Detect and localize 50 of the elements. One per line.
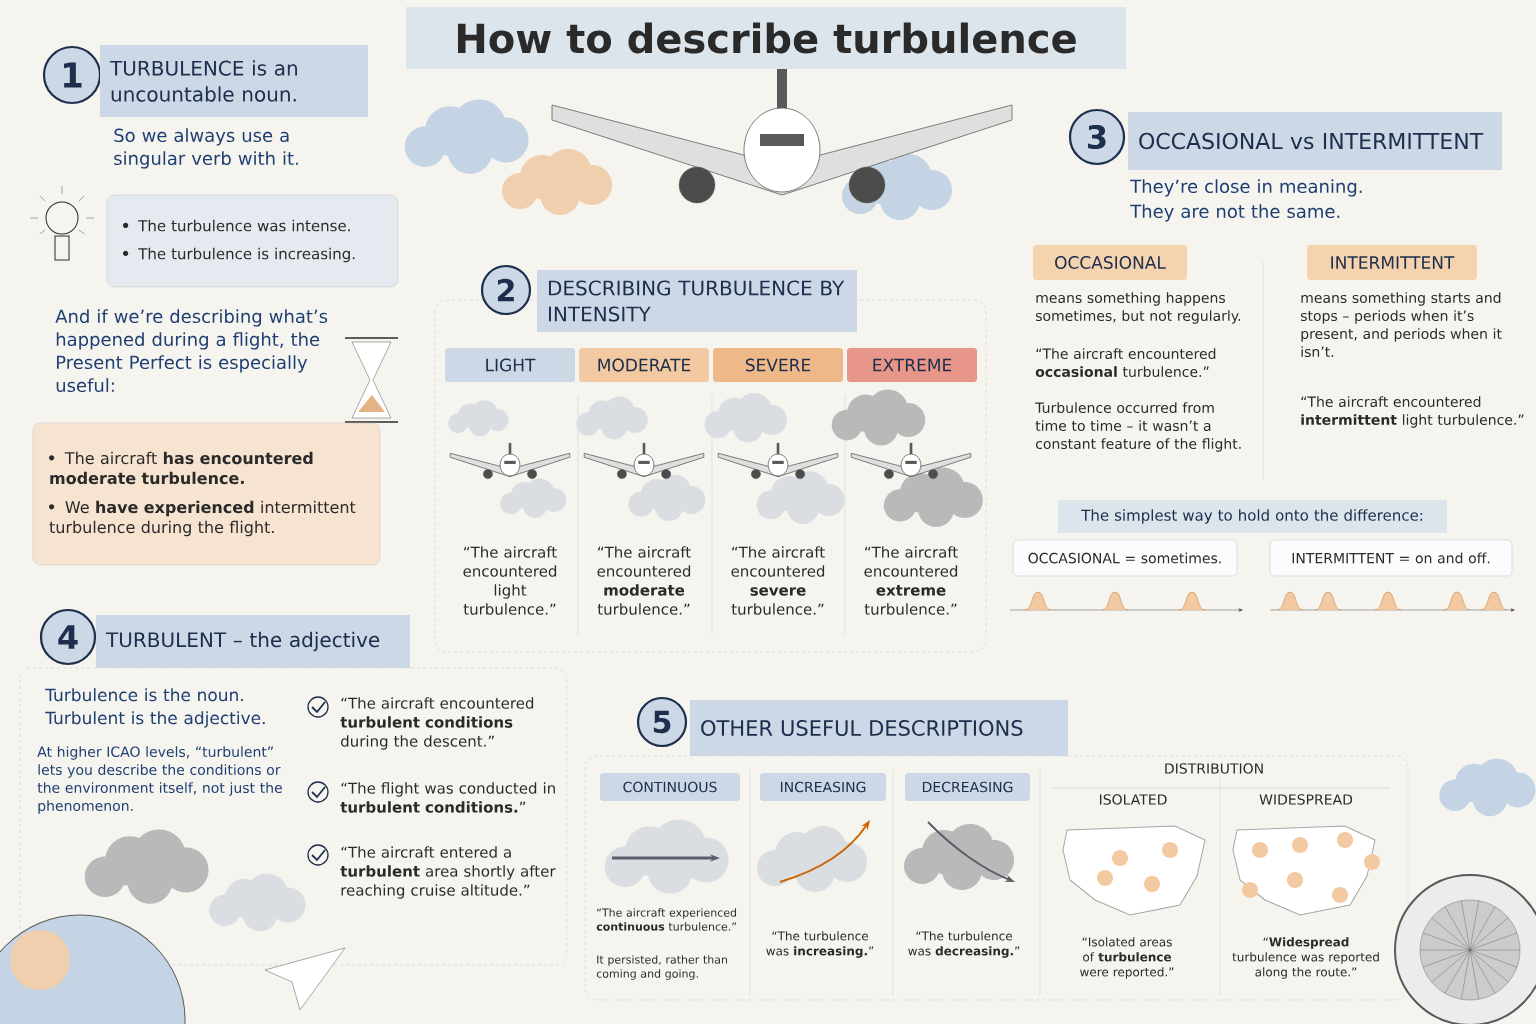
note-text: They’re close in meaning. <box>1130 179 1362 197</box>
column-heading: DISTRIBUTION <box>1165 763 1263 774</box>
category-tab: DECREASING <box>905 773 1030 801</box>
example-quote: “Widespread turbulence was reported along the route.” <box>1232 937 1379 979</box>
number-badge: 4 <box>39 608 97 666</box>
example-quote: “The turbulence was decreasing.” <box>908 931 1020 958</box>
category-tab: CONTINUOUS <box>600 773 740 801</box>
title-banner: How to describe turbulence <box>406 7 1126 69</box>
note-text: So we always use a singular verb with it. <box>114 128 298 169</box>
column-heading: WIDESPREAD <box>1259 794 1353 805</box>
note-text: They are not the same. <box>1130 204 1340 222</box>
note-text: At higher ICAO levels, “turbulent” lets you describe the conditions or the environment itself, not just the phenomenon. <box>37 746 282 814</box>
example-quote: “The aircraft encountered moderate turbulence.” <box>597 546 691 615</box>
category-tab: MODERATE <box>579 348 709 382</box>
column-heading: ISOLATED <box>1100 794 1167 805</box>
header-band: DESCRIBING TURBULENCE BY INTENSITY <box>537 270 857 332</box>
example-box: The aircraft has encountered moderate turbulence. We have experienced intermittent turbulence during the flight. <box>32 422 381 566</box>
example-quote: “The aircraft encountered extreme turbulence.” <box>864 546 958 615</box>
number-badge: 3 <box>1068 108 1126 166</box>
number-badge: 1 <box>42 45 102 105</box>
example-quote: “Isolated areas of turbulence were reported.” <box>1080 937 1174 979</box>
category-tab: LIGHT <box>445 348 575 382</box>
note-text: Turbulence occurred from time to time – it wasn’t a constant feature of the flight. <box>1035 402 1241 452</box>
summary-box: INTERMITTENT = on and off. <box>1269 539 1513 577</box>
category-tab: SEVERE <box>713 348 843 382</box>
example-quote: “The aircraft encountered occasional turbulence.” <box>1035 348 1216 378</box>
number-badge: 2 <box>480 264 532 316</box>
note-text: Turbulent is the adjective. <box>45 711 265 728</box>
example-quote: “The aircraft encountered light turbulence.” <box>463 546 557 615</box>
example-box: The turbulence was intense. The turbulence is increasing. <box>106 194 399 288</box>
header-band: OTHER USEFUL DESCRIPTIONS <box>690 700 1068 756</box>
example-quote: “The turbulence was increasing.” <box>766 931 874 958</box>
note-text: Turbulence is the noun. <box>45 688 243 702</box>
number-badge: 5 <box>636 696 688 748</box>
example-quote: “The aircraft encountered intermittent light turbulence.” <box>1301 396 1524 428</box>
category-tab: INCREASING <box>760 773 886 801</box>
category-tab: EXTREME <box>847 348 977 382</box>
summary-box: OCCASIONAL = sometimes. <box>1012 539 1238 577</box>
example-quote: “The flight was conducted in turbulent conditions.” <box>340 782 555 813</box>
example-quote: “The aircraft entered a turbulent area shortly after reaching cruise altitude.” <box>340 846 556 899</box>
header-band: OCCASIONAL vs INTERMITTENT <box>1128 112 1502 170</box>
example-quote: “The aircraft experienced continuous turbulence.” <box>596 908 737 931</box>
note-text: It persisted, rather than coming and going. <box>596 955 727 980</box>
note-text: And if we’re describing what’s happened during a flight, the Present Perfect is especially useful: <box>55 309 328 393</box>
category-tab: INTERMITTENT <box>1307 245 1477 280</box>
example-quote: “The aircraft encountered turbulent conditions during the descent.” <box>340 697 534 750</box>
category-tab: OCCASIONAL <box>1033 245 1187 280</box>
example-quote: “The aircraft encountered severe turbulence.” <box>731 546 825 615</box>
definition-text: means something starts and stops – periods when it’s present, and periods when it isn’t. <box>1300 292 1502 358</box>
header-band: The simplest way to hold onto the difference: <box>1058 500 1447 533</box>
